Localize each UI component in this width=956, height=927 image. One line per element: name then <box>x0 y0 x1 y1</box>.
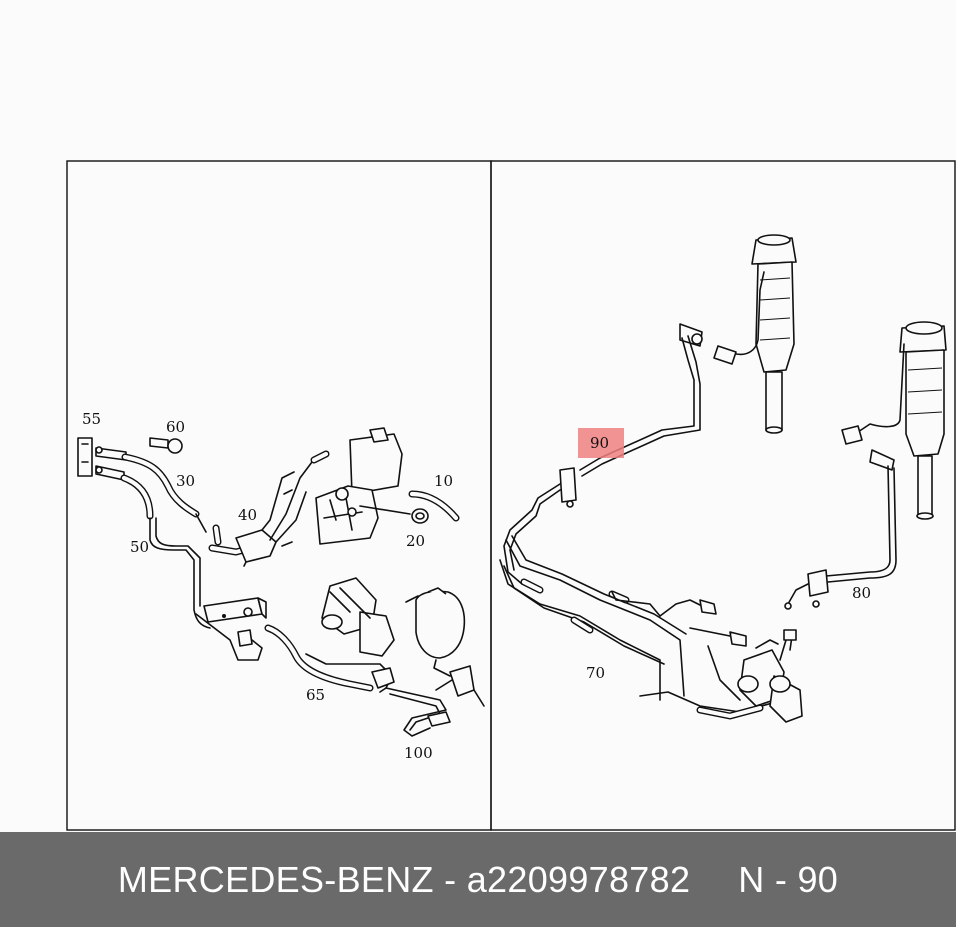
brand-name: MERCEDES-BENZ <box>117 858 434 900</box>
parts-diagram: 55 60 30 40 10 20 50 65 100 <box>66 160 956 831</box>
right-panel-drawing <box>499 234 947 723</box>
label-90: 90 <box>590 434 609 452</box>
label-55: 55 <box>82 410 101 428</box>
label-80: 80 <box>852 584 871 602</box>
label-50: 50 <box>130 538 149 556</box>
label-30: 30 <box>176 472 195 490</box>
highlight-90 <box>578 428 624 458</box>
label-100: 100 <box>404 744 433 762</box>
label-65: 65 <box>306 686 325 704</box>
label-60: 60 <box>166 418 185 436</box>
right-panel-frame <box>490 160 956 831</box>
footer-bar: MERCEDES-BENZ - a2209978782 N - 90 <box>0 832 956 927</box>
position-number: N - 90 <box>738 858 839 900</box>
label-40: 40 <box>238 506 257 524</box>
label-70: 70 <box>586 664 605 682</box>
separator: - <box>444 858 457 900</box>
label-10: 10 <box>434 472 453 490</box>
label-20: 20 <box>406 532 425 550</box>
left-panel-drawing <box>77 427 485 737</box>
part-number: a2209978782 <box>466 858 691 900</box>
